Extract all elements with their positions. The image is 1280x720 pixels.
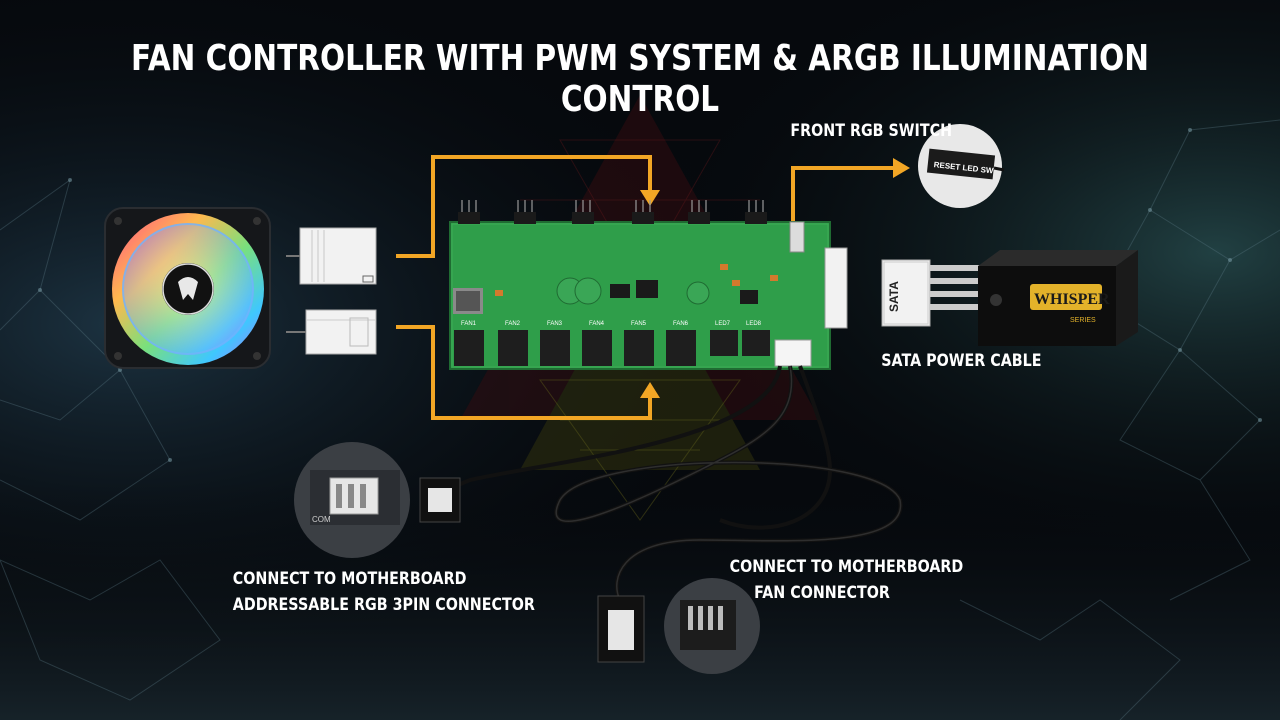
psu-series: SERIES [1070, 317, 1096, 324]
bird-logo-icon [178, 277, 198, 300]
pcb-label-led7: LED7 [715, 321, 731, 327]
label-argb-line2: ADDRESSABLE RGB 3PIN CONNECTOR [232, 595, 535, 615]
argb-fan [104, 207, 271, 369]
sata-text: SATA [887, 281, 901, 312]
flow-arrows [396, 155, 895, 420]
arrow-up-icon [640, 382, 660, 398]
label-fan-line2: FAN CONNECTOR [754, 583, 890, 603]
header-text: COM [312, 515, 331, 524]
fan-connector-4pin [286, 227, 377, 285]
pcb-label-fan5: FAN5 [631, 321, 647, 327]
label-argb-line1: CONNECT TO MOTHERBOARD [232, 569, 467, 589]
pcb-label-fan1: FAN1 [461, 321, 477, 327]
label-front-rgb-switch: FRONT RGB SWITCH [790, 121, 953, 141]
power-supply [978, 250, 1138, 346]
pcb-label-fan4: FAN4 [589, 321, 605, 327]
pcb-label-fan6: FAN6 [673, 321, 689, 327]
sata-connector [881, 259, 980, 327]
psu-brand: WHISPER [1034, 291, 1110, 308]
label-fan-line1: CONNECT TO MOTHERBOARD [729, 557, 964, 577]
label-argb-connector: CONNECT TO MOTHERBOARD ADDRESSABLE RGB 3… [232, 566, 535, 618]
arrow-down-icon [640, 190, 660, 206]
controller-pcb [449, 200, 848, 370]
front-rgb-switch [918, 124, 1005, 208]
label-sata-power-cable: SATA POWER CABLE [881, 351, 1042, 371]
fan-motherboard-header [597, 578, 760, 674]
pcb-label-led8: LED8 [746, 321, 762, 327]
argb-motherboard-header [294, 442, 461, 558]
arrow-right-icon [893, 158, 910, 178]
argb-connector-3pin [286, 309, 377, 355]
pcb-label-fan2: FAN2 [505, 321, 521, 327]
pcb-label-fan3: FAN3 [547, 321, 563, 327]
page-title: FAN CONTROLLER WITH PWM SYSTEM & ARGB IL… [131, 38, 1149, 120]
label-fan-connector: CONNECT TO MOTHERBOARD FAN CONNECTOR [729, 554, 964, 606]
